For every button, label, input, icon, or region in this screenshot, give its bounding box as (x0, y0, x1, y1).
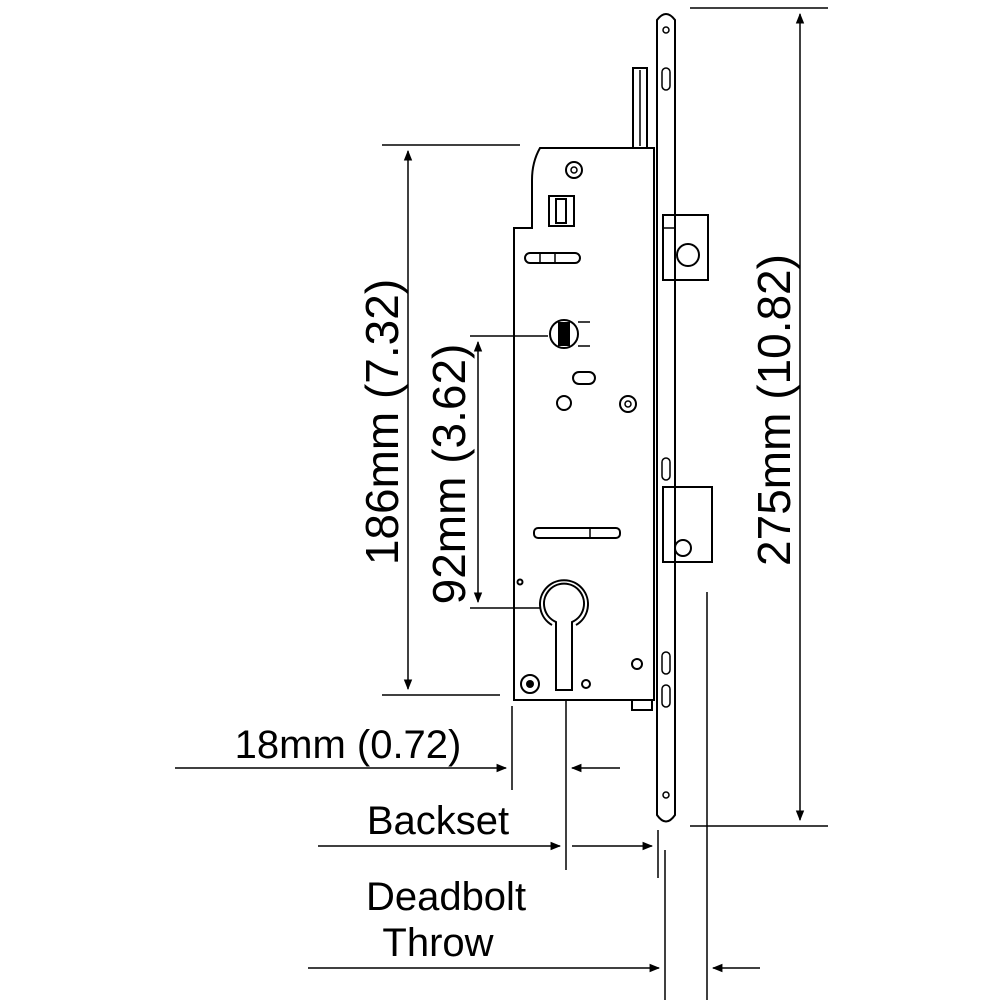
case-height-dimension (382, 144, 520, 696)
deadbolt-throw-dimension (308, 592, 760, 1000)
deadbolt-label: Deadbolt (366, 875, 526, 919)
backset-dimension (318, 830, 659, 878)
deadbolt (662, 486, 713, 563)
faceplate (656, 13, 676, 823)
follower (549, 319, 579, 349)
cylinder-profile (543, 582, 585, 691)
lock-body (513, 13, 713, 823)
backset-label: Backset (367, 799, 509, 843)
offset-dimension (175, 700, 620, 870)
centre-distance-dimension (470, 335, 548, 609)
centre-distance-label: 92mm (3.62) (423, 344, 475, 605)
gearbox-case (513, 147, 655, 701)
overall-length-label: 275mm (10.82) (748, 254, 800, 566)
overall-length-dimension (690, 7, 828, 827)
latch-bolt (662, 214, 709, 281)
offset-label: 18mm (0.72) (235, 723, 462, 767)
throw-label: Throw (382, 921, 493, 965)
case-height-label: 186mm (7.32) (356, 279, 408, 565)
